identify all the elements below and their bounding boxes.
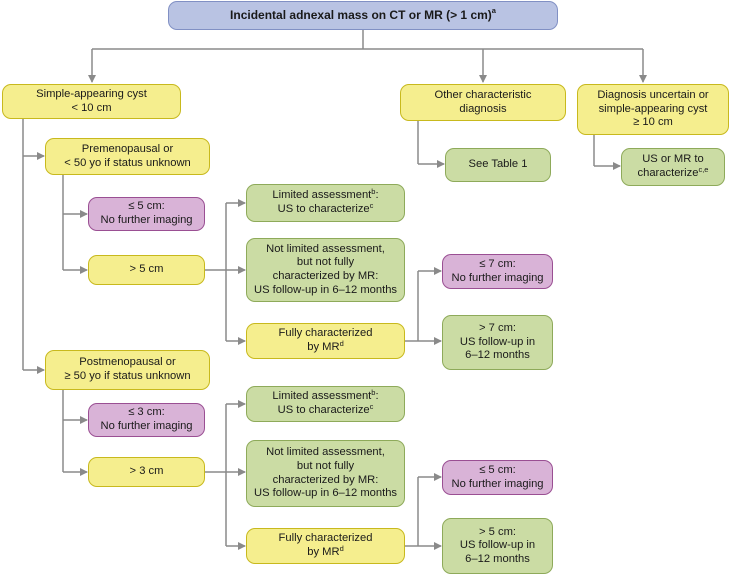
post-limited-node: Limited assessmentb:US to characterizec <box>246 386 405 422</box>
root-footnote: a <box>491 6 496 16</box>
pre-small-node: ≤ 5 cm: No further imaging <box>88 197 205 231</box>
postmenopausal-node: Postmenopausal or ≥ 50 yo if status unkn… <box>45 350 210 390</box>
simple-cyst-node: Simple-appearing cyst < 10 cm <box>2 84 181 119</box>
pre-fully-large-node: > 7 cm: US follow-up in 6–12 months <box>442 315 553 370</box>
pre-fully-footnote-d: d <box>339 339 344 348</box>
post-fully-small-node: ≤ 5 cm: No further imaging <box>442 460 553 495</box>
other-characteristic-node: Other characteristic diagnosis <box>400 84 566 121</box>
see-table-node: See Table 1 <box>445 148 551 182</box>
post-large-node: > 3 cm <box>88 457 205 487</box>
us-or-mr-node: US or MR to characterizec,e <box>621 148 725 186</box>
post-limited-footnote-b: b <box>371 388 376 398</box>
post-not-limited-node: Not limited assessment, but not fully ch… <box>246 440 405 507</box>
pre-not-limited-node: Not limited assessment, but not fully ch… <box>246 238 405 302</box>
pre-large-node: > 5 cm <box>88 255 205 285</box>
post-limited-footnote-c: c <box>369 402 374 411</box>
pre-limited-footnote-b: b <box>371 187 376 197</box>
pre-fully-small-node: ≤ 7 cm: No further imaging <box>442 254 553 289</box>
post-fully-footnote-d: d <box>339 544 344 553</box>
post-fully-large-node: > 5 cm: US follow-up in 6–12 months <box>442 518 553 574</box>
root-node: Incidental adnexal mass on CT or MR (> 1… <box>168 1 558 30</box>
pre-limited-node: Limited assessmentb:US to characterizec <box>246 184 405 222</box>
us-mr-footnote: c,e <box>698 165 709 174</box>
diagnosis-uncertain-node: Diagnosis uncertain or simple-appearing … <box>577 84 729 135</box>
pre-limited-footnote-c: c <box>369 201 374 210</box>
premenopausal-node: Premenopausal or < 50 yo if status unkno… <box>45 138 210 175</box>
post-small-node: ≤ 3 cm: No further imaging <box>88 403 205 437</box>
